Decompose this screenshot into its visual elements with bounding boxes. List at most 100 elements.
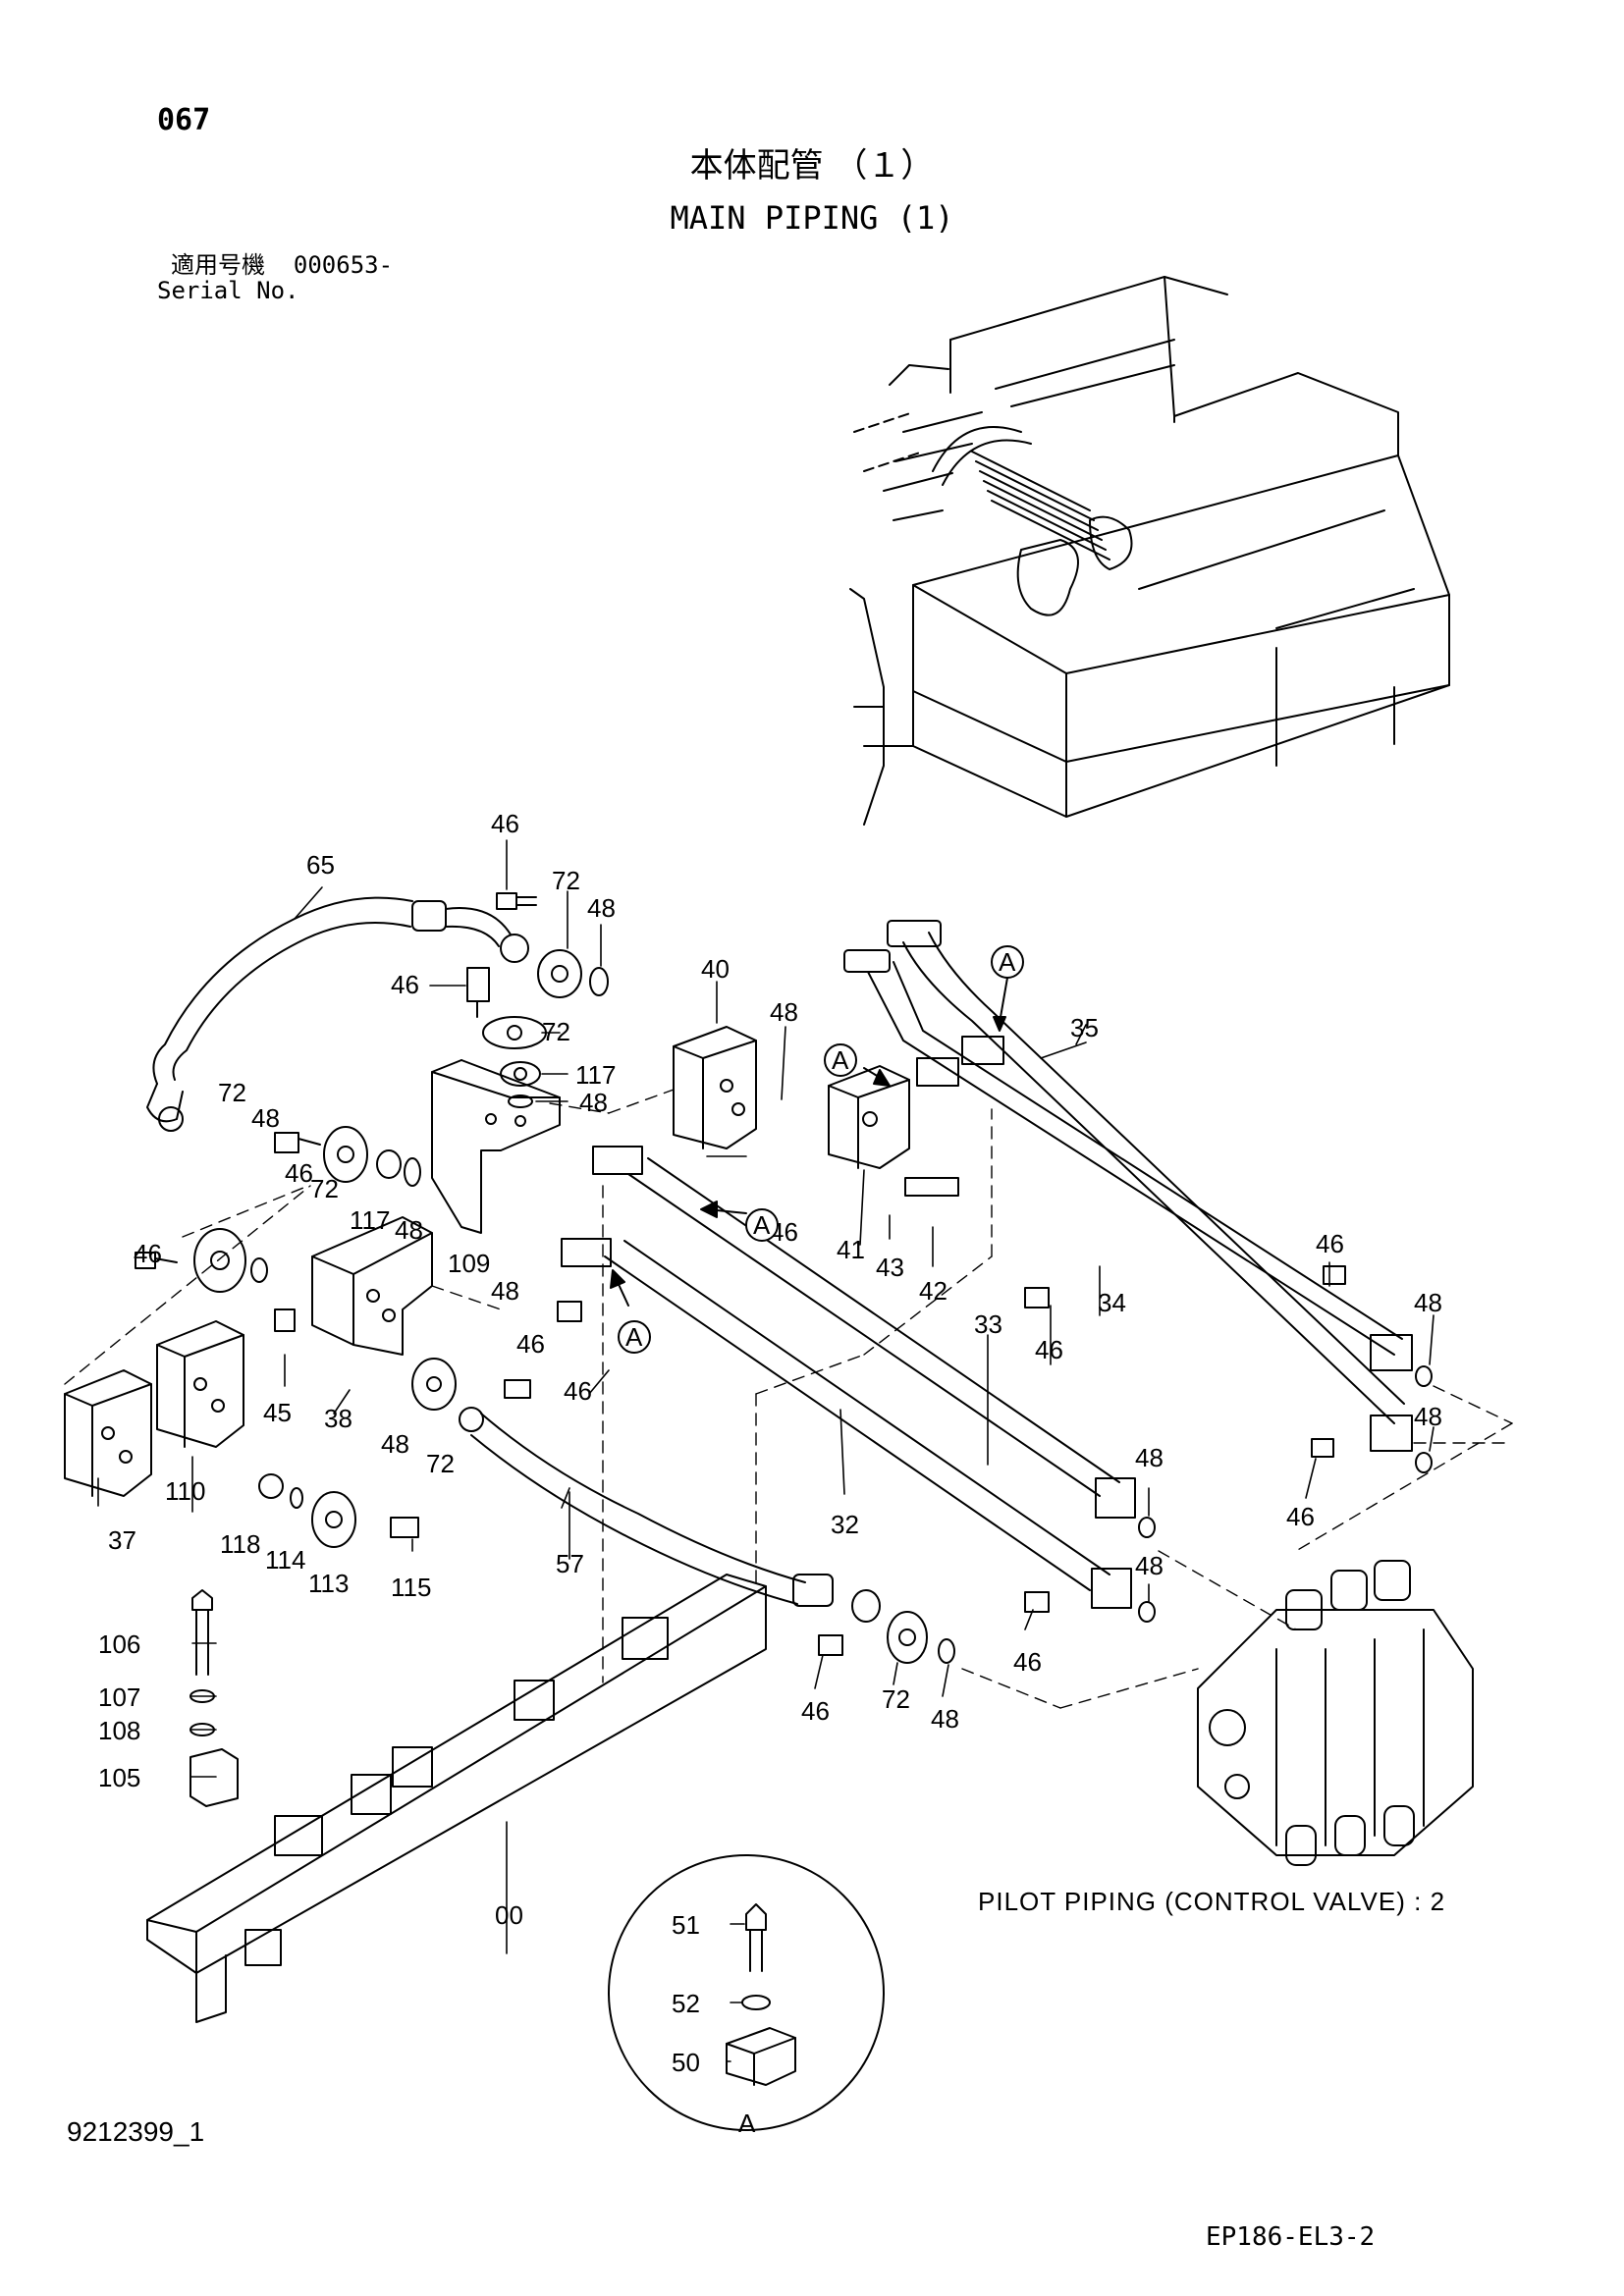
callout-46: 46 bbox=[516, 1329, 545, 1359]
callout-114: 114 bbox=[265, 1545, 305, 1575]
callout-46: 46 bbox=[1013, 1647, 1042, 1677]
callout-48: 48 bbox=[931, 1704, 959, 1734]
callout-106: 106 bbox=[98, 1629, 140, 1659]
callout-108: 108 bbox=[98, 1716, 140, 1745]
callout-46: 46 bbox=[285, 1158, 313, 1188]
callout-48: 48 bbox=[587, 893, 616, 923]
marker-a-label: A bbox=[832, 1045, 849, 1075]
callout-46: 46 bbox=[564, 1376, 592, 1406]
marker-a-circle bbox=[824, 1043, 857, 1077]
callout-72: 72 bbox=[542, 1017, 570, 1046]
callout-46: 46 bbox=[801, 1696, 830, 1726]
serial-value: 000653- bbox=[293, 251, 394, 279]
callout-48: 48 bbox=[1414, 1402, 1442, 1431]
callout-46: 46 bbox=[1286, 1502, 1315, 1531]
upper-flange-set bbox=[135, 892, 609, 1293]
callout-41: 41 bbox=[837, 1235, 865, 1264]
callout-48: 48 bbox=[770, 997, 798, 1027]
callout-48: 48 bbox=[1135, 1551, 1164, 1580]
callout-32: 32 bbox=[831, 1510, 859, 1539]
dashed-guide-lines bbox=[64, 1089, 1513, 1709]
callout-34: 34 bbox=[1098, 1288, 1126, 1317]
callout-72: 72 bbox=[218, 1078, 246, 1107]
control-valve bbox=[1197, 1560, 1474, 1866]
frame-00 bbox=[146, 1574, 767, 2023]
callout-33: 33 bbox=[974, 1309, 1002, 1339]
callout-42: 42 bbox=[919, 1276, 947, 1306]
callout-117: 117 bbox=[575, 1060, 616, 1090]
callout-46: 46 bbox=[491, 809, 519, 838]
callout-65: 65 bbox=[306, 850, 335, 880]
block-37 bbox=[64, 1369, 152, 1497]
pipe-34 bbox=[887, 920, 1413, 1452]
serial-label-en: Serial No. bbox=[157, 277, 299, 304]
callout-52: 52 bbox=[672, 1989, 700, 2018]
pilot-piping-note: PILOT PIPING (CONTROL VALVE) : 2 bbox=[978, 1887, 1446, 1916]
callout-109: 109 bbox=[448, 1249, 490, 1278]
callout-46: 46 bbox=[1316, 1229, 1344, 1258]
marker-a-circle bbox=[991, 945, 1024, 979]
callout-38: 38 bbox=[324, 1404, 352, 1433]
marker-a-circle bbox=[745, 1208, 779, 1242]
callout-00: 00 bbox=[495, 1900, 523, 1930]
bolt-106-stack bbox=[189, 1589, 239, 1807]
title-japanese: 本体配管 （１） bbox=[689, 146, 935, 186]
block-110 bbox=[156, 1320, 244, 1448]
callout-48: 48 bbox=[491, 1276, 519, 1306]
pipe-32 bbox=[604, 1240, 1132, 1609]
block-41 bbox=[828, 1065, 910, 1169]
leader-lines bbox=[97, 839, 1435, 2062]
callout-118: 118 bbox=[220, 1529, 260, 1559]
callout-50: 50 bbox=[672, 2048, 700, 2077]
a-pointers bbox=[610, 977, 1008, 1307]
callout-110: 110 bbox=[165, 1476, 205, 1506]
serial-line-jp: 適用号機 000653- bbox=[171, 253, 393, 277]
callout-labels: 46 72 48 65 46 72 117 48 40 48 72 46 72 … bbox=[98, 809, 1442, 2138]
callout-72: 72 bbox=[310, 1174, 339, 1203]
callout-51: 51 bbox=[672, 1910, 700, 1940]
hose-57 bbox=[459, 1407, 881, 1623]
block-40 bbox=[673, 1026, 757, 1149]
callout-48: 48 bbox=[251, 1103, 280, 1133]
marker-a-label: A bbox=[753, 1210, 771, 1240]
detail-view-label: A bbox=[738, 2109, 756, 2138]
marker-a-label: A bbox=[625, 1322, 643, 1352]
callout-72: 72 bbox=[552, 866, 580, 895]
pipe-clamps bbox=[561, 1036, 1004, 1267]
callout-48: 48 bbox=[579, 1088, 608, 1117]
callout-40: 40 bbox=[701, 954, 730, 984]
machine-body-outline bbox=[849, 276, 1450, 826]
callout-105: 105 bbox=[98, 1763, 140, 1792]
hose-65 bbox=[146, 896, 529, 1132]
drawing-number: 9212399_1 bbox=[67, 2116, 205, 2147]
block-109 bbox=[431, 1059, 561, 1234]
callout-107: 107 bbox=[98, 1682, 140, 1712]
lower-flange-set bbox=[258, 1177, 1433, 1664]
pipe-35 bbox=[843, 949, 1403, 1356]
callout-46: 46 bbox=[391, 970, 419, 999]
figure-code: EP186-EL3-2 bbox=[1206, 2222, 1376, 2252]
marker-a-circle bbox=[618, 1320, 651, 1354]
callout-57: 57 bbox=[556, 1549, 584, 1578]
serial-label-jp: 適用号機 bbox=[171, 251, 265, 279]
page-number: 067 bbox=[157, 103, 211, 137]
callout-48: 48 bbox=[395, 1215, 423, 1245]
callout-46: 46 bbox=[134, 1239, 162, 1268]
callout-45: 45 bbox=[263, 1398, 292, 1427]
callout-35: 35 bbox=[1070, 1013, 1099, 1042]
block-38 bbox=[311, 1216, 433, 1356]
callout-117: 117 bbox=[350, 1205, 390, 1235]
marker-a-label: A bbox=[999, 947, 1016, 977]
callout-115: 115 bbox=[391, 1573, 431, 1602]
callout-37: 37 bbox=[108, 1525, 136, 1555]
callout-113: 113 bbox=[308, 1569, 349, 1598]
callout-48: 48 bbox=[381, 1429, 409, 1459]
callout-72: 72 bbox=[882, 1684, 910, 1714]
callout-48: 48 bbox=[1414, 1288, 1442, 1317]
detail-circle-a bbox=[608, 1854, 885, 2131]
callout-46: 46 bbox=[1035, 1335, 1063, 1364]
callout-72: 72 bbox=[426, 1449, 455, 1478]
callout-48: 48 bbox=[1135, 1443, 1164, 1472]
callout-43: 43 bbox=[876, 1253, 904, 1282]
